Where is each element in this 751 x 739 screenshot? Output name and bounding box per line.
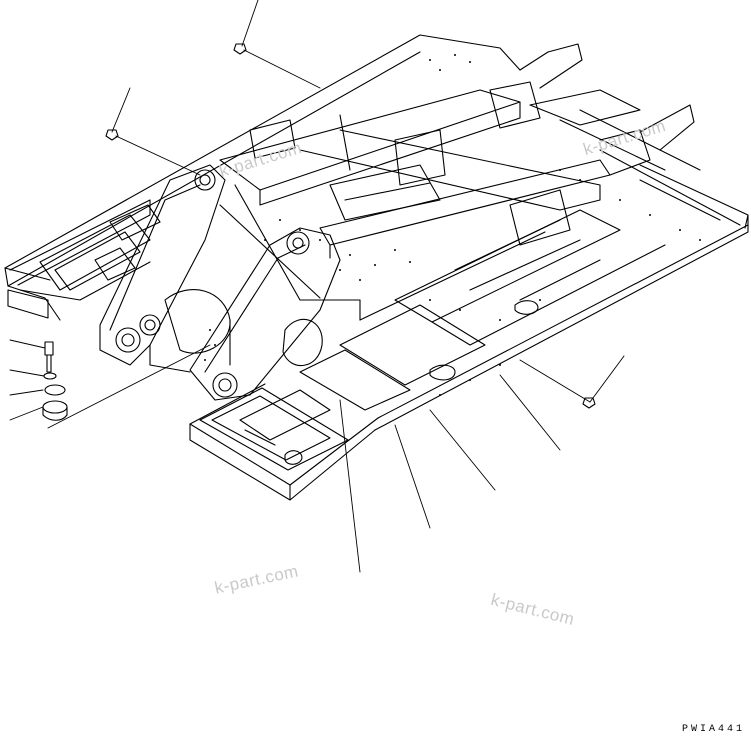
frame-outline xyxy=(4,34,749,501)
left-deck xyxy=(7,199,161,319)
right-deck xyxy=(239,89,721,465)
center-beams xyxy=(219,81,651,321)
leader-lines xyxy=(9,0,625,573)
drawing-code: PWIA441 xyxy=(681,724,745,735)
rivet-dots xyxy=(204,54,701,396)
fastener-parts xyxy=(42,341,68,421)
boom-brackets xyxy=(99,164,341,401)
